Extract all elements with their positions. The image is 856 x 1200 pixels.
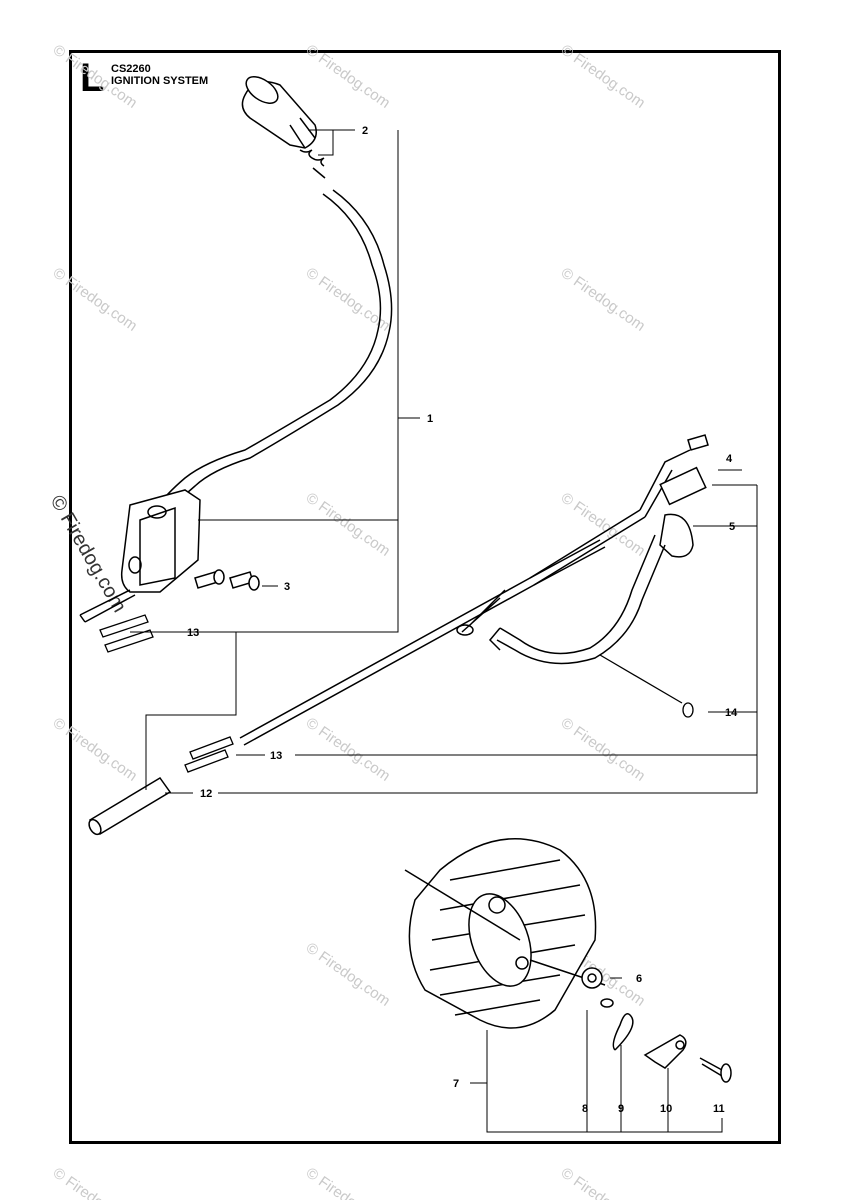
long-tube (88, 777, 172, 836)
ignition-coil-module (79, 189, 393, 623)
watermark: © Firedog.com (303, 939, 394, 1009)
callout-11: 11 (713, 1103, 725, 1115)
callout-6: 6 (636, 973, 642, 985)
callout-12: 12 (200, 788, 212, 800)
callout-8: 8 (582, 1103, 588, 1115)
callout-14: 14 (725, 707, 738, 719)
watermark: © Firedog.com (50, 1164, 141, 1200)
sleeve-tubes-upper (99, 614, 154, 653)
callout-3: 3 (284, 581, 290, 593)
spark-plug-boot (241, 76, 326, 179)
watermark: © Firedog.com (558, 41, 649, 111)
flywheel-hardware (529, 959, 732, 1083)
watermark-large: © Firedog.com (46, 492, 131, 617)
callout-13-lower: 13 (270, 750, 282, 762)
watermark: © Firedog.com (558, 264, 649, 334)
model-number: CS2260 (111, 63, 151, 75)
watermark: © Firedog.com (303, 489, 394, 559)
callout-2: 2 (362, 125, 368, 137)
mounting-screws (194, 569, 260, 591)
flywheel (404, 838, 597, 1029)
watermark: © Firedog.com (558, 489, 649, 559)
switch-bracket (488, 513, 694, 665)
section-letter: L (80, 56, 105, 100)
callout-10: 10 (660, 1103, 672, 1115)
diagram-title: IGNITION SYSTEM (111, 75, 209, 87)
callout-7: 7 (453, 1078, 459, 1090)
small-screw (599, 654, 694, 718)
wiring-harness (239, 434, 709, 746)
callout-1: 1 (427, 413, 433, 425)
callout-leader-lines (130, 129, 758, 1133)
watermark: © Firedog.com (303, 41, 394, 111)
callout-9: 9 (618, 1103, 624, 1115)
watermark: © Firedog.com (303, 714, 394, 784)
watermark: © Firedog.com (50, 714, 141, 784)
watermark: © Firedog.com (50, 41, 141, 111)
callout-labels: 1 2 3 4 5 6 7 8 9 10 11 12 13 13 14 (187, 125, 738, 1115)
sleeve-tubes-lower (184, 736, 234, 773)
watermark: © Firedog.com (303, 1164, 394, 1200)
watermark: © Firedog.com (558, 1164, 649, 1200)
diagram-frame (69, 50, 781, 1144)
callout-5: 5 (729, 521, 735, 533)
watermark: © Firedog.com (558, 714, 649, 784)
callout-4: 4 (726, 453, 733, 465)
watermark: © Firedog.com (50, 264, 141, 334)
callout-13-upper: 13 (187, 627, 199, 639)
